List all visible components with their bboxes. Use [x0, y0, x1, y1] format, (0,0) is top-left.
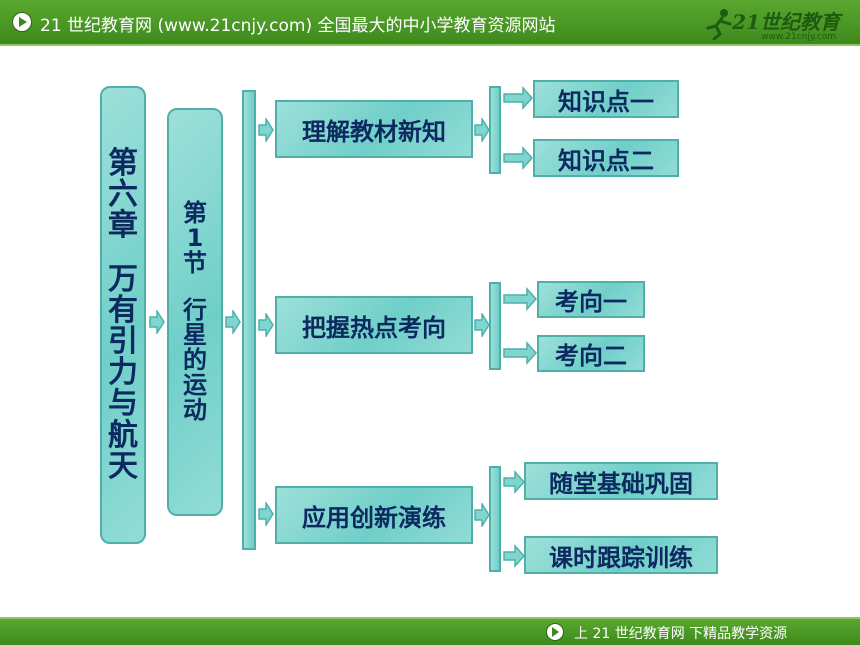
branch-label: 理解教材新知 — [302, 117, 446, 146]
vertical-char: 第 — [108, 146, 138, 182]
arrow-right-icon — [225, 310, 241, 334]
chapter-title-chars: 第六章 万有引力与航天 — [108, 148, 138, 482]
vertical-char: 与 — [108, 386, 138, 422]
arrow-right-icon — [503, 544, 525, 568]
branch-box-practice[interactable]: 应用创新演练 — [275, 486, 473, 544]
vertical-char: 1 — [186, 224, 204, 253]
vertical-char: 的 — [183, 345, 207, 374]
branch-label: 把握热点考向 — [302, 313, 446, 342]
vertical-char: 六 — [108, 177, 138, 213]
arrow-right-icon — [258, 118, 274, 142]
arrow-right-icon — [503, 470, 525, 494]
connector-bar — [489, 282, 501, 370]
leaf-label: 知识点二 — [558, 146, 654, 175]
vertical-char: 引 — [108, 324, 138, 359]
vertical-char — [108, 242, 138, 264]
vertical-char: 节 — [183, 249, 207, 278]
vertical-char: 行 — [183, 296, 207, 325]
arrow-right-icon — [474, 503, 490, 527]
branch-box-understand[interactable]: 理解教材新知 — [275, 100, 473, 158]
site-logo[interactable]: 21世纪教育 www.21cnjy.com — [696, 2, 846, 46]
arrow-right-icon — [474, 118, 490, 142]
logo-url: www.21cnjy.com — [761, 32, 836, 42]
vertical-char — [183, 276, 207, 298]
play-icon[interactable] — [546, 623, 564, 641]
logo-text: 21世纪教育 — [732, 10, 840, 34]
vertical-char: 天 — [108, 448, 138, 484]
arrow-right-icon — [503, 86, 533, 110]
vertical-char: 动 — [183, 395, 207, 424]
arrow-right-icon — [503, 341, 537, 365]
vertical-char: 航 — [108, 417, 138, 453]
leaf-box-direction-2[interactable]: 考向二 — [537, 335, 645, 372]
arrow-right-icon — [258, 502, 274, 526]
vertical-char: 第 — [183, 199, 207, 228]
footer-bar: 上 21 世纪教育网 下精品教学资源 — [0, 617, 860, 645]
arrow-right-icon — [149, 310, 165, 334]
branch-label: 应用创新演练 — [302, 503, 446, 532]
connector-bar — [242, 90, 256, 550]
vertical-char: 力 — [108, 355, 138, 391]
leaf-box-direction-1[interactable]: 考向一 — [537, 281, 645, 318]
leaf-label: 知识点一 — [558, 87, 654, 116]
arrow-right-icon — [503, 287, 537, 311]
play-icon[interactable] — [12, 12, 32, 32]
leaf-label: 随堂基础巩固 — [549, 469, 693, 498]
vertical-char: 有 — [108, 292, 138, 328]
arrow-right-icon — [503, 146, 533, 170]
leaf-label: 考向一 — [555, 288, 627, 316]
leaf-box-knowledge-1[interactable]: 知识点一 — [533, 80, 679, 118]
leaf-box-class-consolidation[interactable]: 随堂基础巩固 — [524, 462, 718, 500]
header-title: 21 世纪教育网 (www.21cnjy.com) 全国最大的中小学教育资源网站 — [40, 16, 556, 36]
vertical-char: 万 — [108, 261, 138, 297]
leaf-box-homework-training[interactable]: 课时跟踪训练 — [524, 536, 718, 574]
leaf-box-knowledge-2[interactable]: 知识点二 — [533, 139, 679, 177]
connector-bar — [489, 86, 501, 174]
vertical-char: 运 — [183, 370, 207, 399]
vertical-char: 章 — [108, 208, 138, 244]
arrow-right-icon — [258, 313, 274, 337]
connector-bar — [489, 466, 501, 572]
branch-box-hotspots[interactable]: 把握热点考向 — [275, 296, 473, 354]
arrow-right-icon — [474, 313, 490, 337]
footer-text: 上 21 世纪教育网 下精品教学资源 — [574, 626, 788, 642]
leaf-label: 课时跟踪训练 — [549, 543, 693, 572]
chapter-box: 第六章 万有引力与航天 — [100, 86, 146, 544]
leaf-label: 考向二 — [555, 342, 627, 370]
vertical-char: 星 — [183, 321, 207, 349]
header-bar: 21 世纪教育网 (www.21cnjy.com) 全国最大的中小学教育资源网站… — [0, 0, 860, 46]
runner-logo-icon — [706, 9, 732, 40]
